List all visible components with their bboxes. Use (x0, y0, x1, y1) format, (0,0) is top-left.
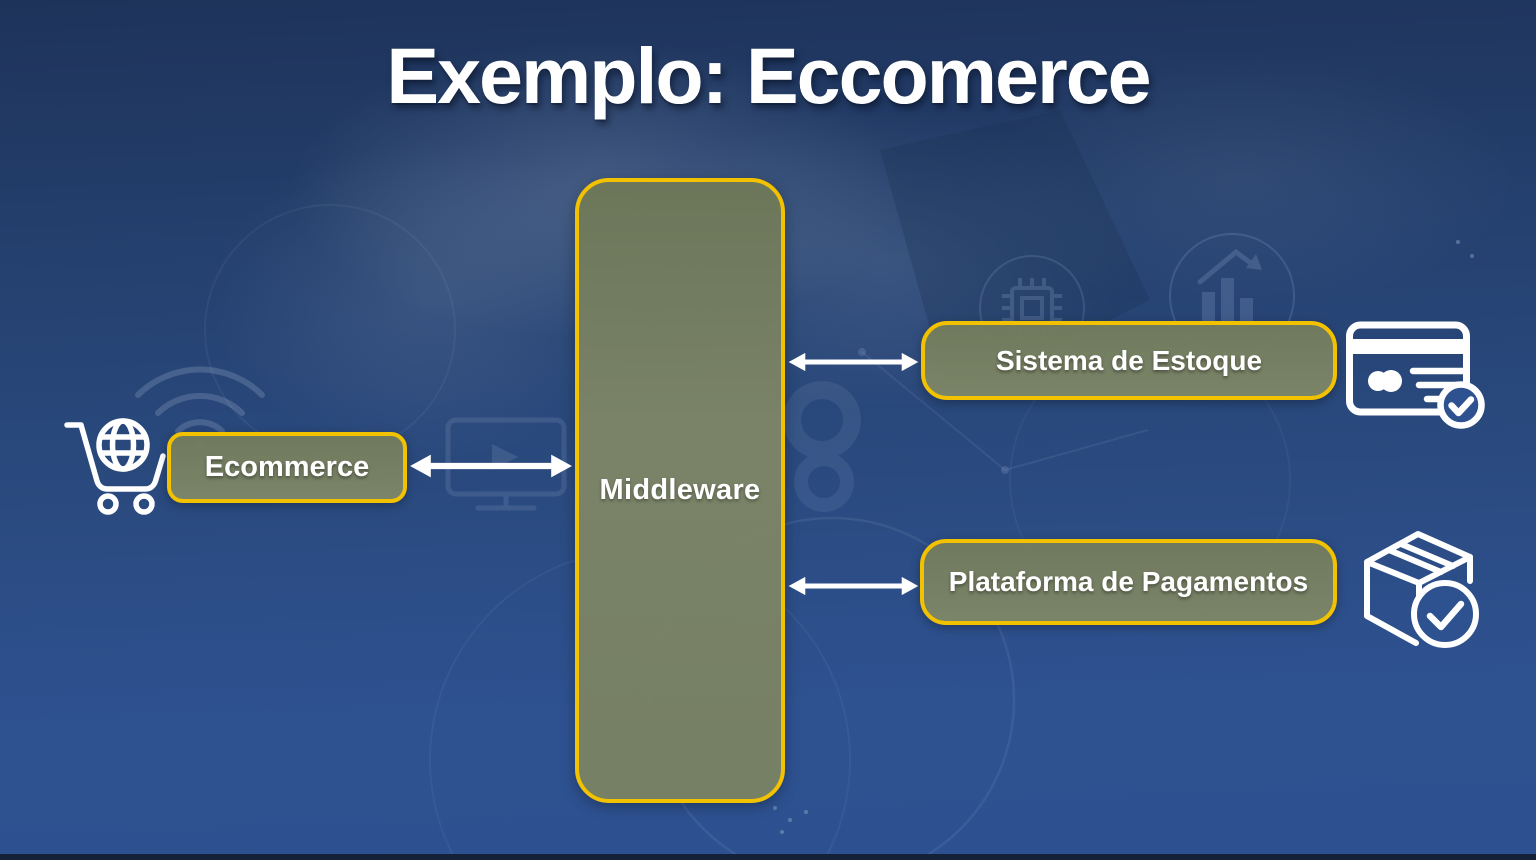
package-approved-icon (1364, 531, 1479, 648)
sistema-de-estoque-box: Sistema de Estoque (921, 321, 1337, 400)
network-node-dot (1001, 466, 1009, 474)
arrow-middleware-pagamentos (788, 576, 919, 596)
gear-icon (783, 381, 861, 512)
arrow-ecommerce-middleware (410, 454, 572, 478)
sistema-de-estoque-label: Sistema de Estoque (995, 344, 1263, 376)
bottom-edge-bar (0, 854, 1536, 860)
network-ring (204, 204, 456, 456)
slide-title: Exemplo: Eccomerce (386, 31, 1151, 120)
arrow-middleware-estoque (788, 352, 919, 372)
middleware-label: Middleware (599, 474, 761, 506)
cart-globe-icon (64, 418, 166, 515)
ecommerce-box: Ecommerce (167, 432, 407, 503)
ecommerce-label: Ecommerce (204, 451, 370, 483)
plataforma-de-pagamentos-box: Plataforma de Pagamentos (920, 539, 1337, 625)
plataforma-de-pagamentos-label: Plataforma de Pagamentos (948, 566, 1309, 597)
middleware-box: Middleware (575, 178, 785, 803)
credit-card-approved-icon (1346, 321, 1485, 429)
